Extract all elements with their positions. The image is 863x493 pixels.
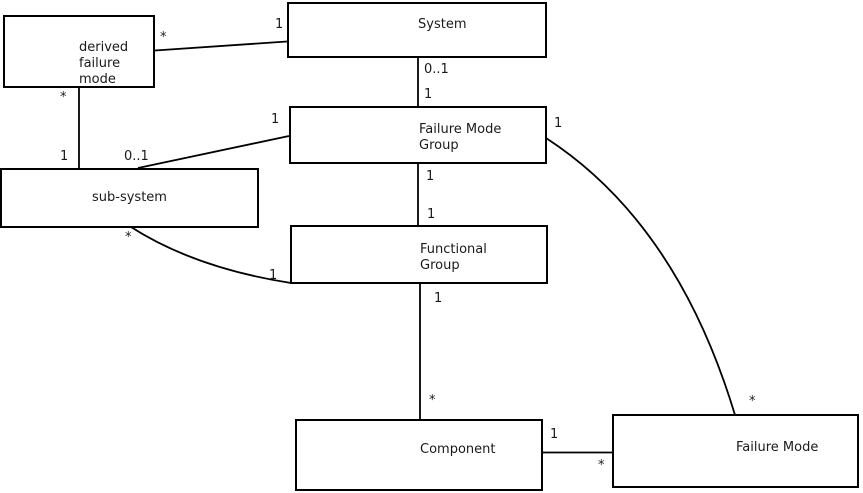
entity-failure-mode-label: Failure Mode [736, 440, 819, 455]
multiplicity-fmg-fg-one-bottom: 1 [427, 207, 436, 222]
entity-derived-failure-mode-label: derived failure mode [79, 40, 128, 88]
entity-component: Component [295, 419, 543, 491]
entity-label-line: derived [79, 40, 129, 55]
entity-label-line: failure [79, 56, 121, 71]
entity-label-line: mode [79, 72, 116, 87]
entity-sub-system: sub-system [0, 168, 259, 228]
entity-system: System [287, 2, 547, 58]
entity-failure-mode-group-label: Failure Mode Group [419, 122, 501, 154]
multiplicity-fmg-fm-one: 1 [554, 116, 563, 131]
multiplicity-component-fm-one: 1 [550, 427, 559, 442]
assoc-subsystem-fg-line [130, 226, 292, 284]
entity-functional-group: Functional Group [290, 225, 548, 284]
entity-component-label: Component [420, 442, 496, 457]
multiplicity-dfm-system-one: 1 [275, 17, 284, 32]
entity-functional-group-label: Functional Group [420, 242, 487, 274]
entity-system-label: System [418, 17, 467, 32]
multiplicity-component-fm-star: * [598, 458, 605, 473]
entity-sub-system-label: sub-system [92, 190, 167, 205]
multiplicity-fmg-fm-star: * [749, 394, 756, 409]
assoc-fmg-fm-line [545, 137, 736, 416]
multiplicity-subsystem-fmg-zeroone: 0..1 [124, 149, 149, 164]
entity-failure-mode: Failure Mode [612, 414, 859, 488]
multiplicity-dfm-subsystem-star: * [60, 90, 67, 105]
assoc-subsystem-fmg-line [137, 135, 290, 169]
entity-label-line: Failure Mode [419, 122, 502, 137]
multiplicity-subsystem-fg-one: 1 [269, 268, 278, 283]
multiplicity-system-fmg-one: 1 [424, 87, 433, 102]
assoc-dfm-system-line [154, 40, 288, 52]
multiplicity-fg-component-star: * [429, 393, 436, 408]
multiplicity-system-fmg-zeroone: 0..1 [424, 62, 449, 77]
entity-label-line: Group [420, 258, 460, 273]
entity-label-line: Functional [420, 242, 487, 257]
multiplicity-subsystem-fg-star: * [125, 230, 132, 245]
multiplicity-dfm-subsystem-one: 1 [60, 149, 69, 164]
entity-derived-failure-mode: derived failure mode [3, 15, 155, 88]
multiplicity-fg-component-one: 1 [434, 291, 443, 306]
multiplicity-fmg-fg-one-top: 1 [426, 169, 435, 184]
entity-failure-mode-group: Failure Mode Group [289, 106, 547, 164]
multiplicity-subsystem-fmg-one: 1 [271, 112, 280, 127]
entity-label-line: Group [419, 138, 459, 153]
multiplicity-dfm-system-star: * [160, 30, 167, 45]
